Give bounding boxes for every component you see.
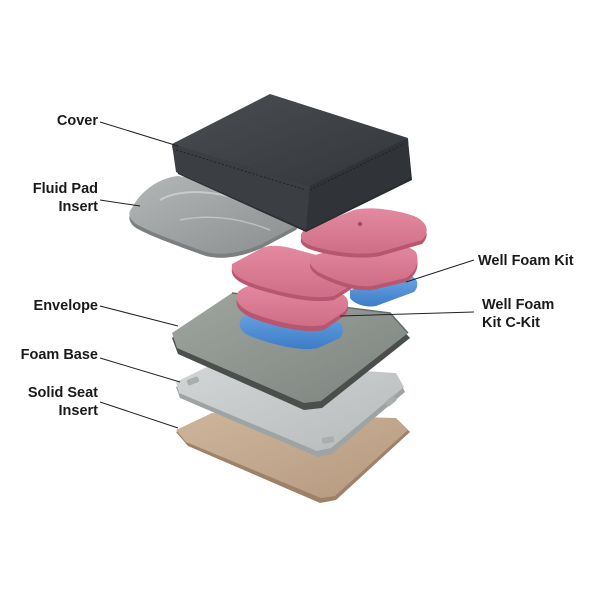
leader-well-foam-c-kit <box>339 311 475 317</box>
label-fluid-pad-insert-line2: Insert <box>58 199 99 215</box>
label-solid-seat-insert: Solid Seat Insert <box>10 384 98 420</box>
label-envelope-text: Envelope <box>33 298 98 314</box>
label-fluid-pad-insert-line1: Fluid Pad <box>32 181 98 197</box>
leader-solid-seat <box>99 401 179 429</box>
cover <box>172 94 412 232</box>
leader-foam-base <box>99 357 181 383</box>
label-foam-base-text: Foam Base <box>20 347 98 363</box>
label-well-foam-kit-text: Well Foam Kit <box>478 253 574 269</box>
leader-fluid-pad <box>99 199 141 207</box>
pink-foam-back-upper <box>300 208 427 258</box>
label-solid-seat-insert-line2: Insert <box>58 403 99 419</box>
leader-cover <box>99 121 179 147</box>
leader-envelope <box>99 305 179 327</box>
label-well-foam-kit-c-kit: Well Foam Kit C-Kit <box>482 296 592 332</box>
label-well-foam-kit-c-kit-line1: Well Foam <box>482 297 555 313</box>
well-foam-kit-back <box>350 276 418 307</box>
envelope <box>172 292 410 410</box>
leader-well-foam-kit <box>405 259 475 283</box>
label-cover: Cover <box>10 112 98 130</box>
label-cover-text: Cover <box>56 113 98 129</box>
label-well-foam-kit: Well Foam Kit <box>478 252 593 270</box>
leader-lines <box>99 121 475 429</box>
label-foam-base: Foam Base <box>10 346 98 364</box>
label-envelope: Envelope <box>10 297 98 315</box>
label-solid-seat-insert-line1: Solid Seat <box>27 385 98 401</box>
label-fluid-pad-insert: Fluid Pad Insert <box>10 180 98 216</box>
label-well-foam-kit-c-kit-line2: Kit C-Kit <box>482 315 540 331</box>
